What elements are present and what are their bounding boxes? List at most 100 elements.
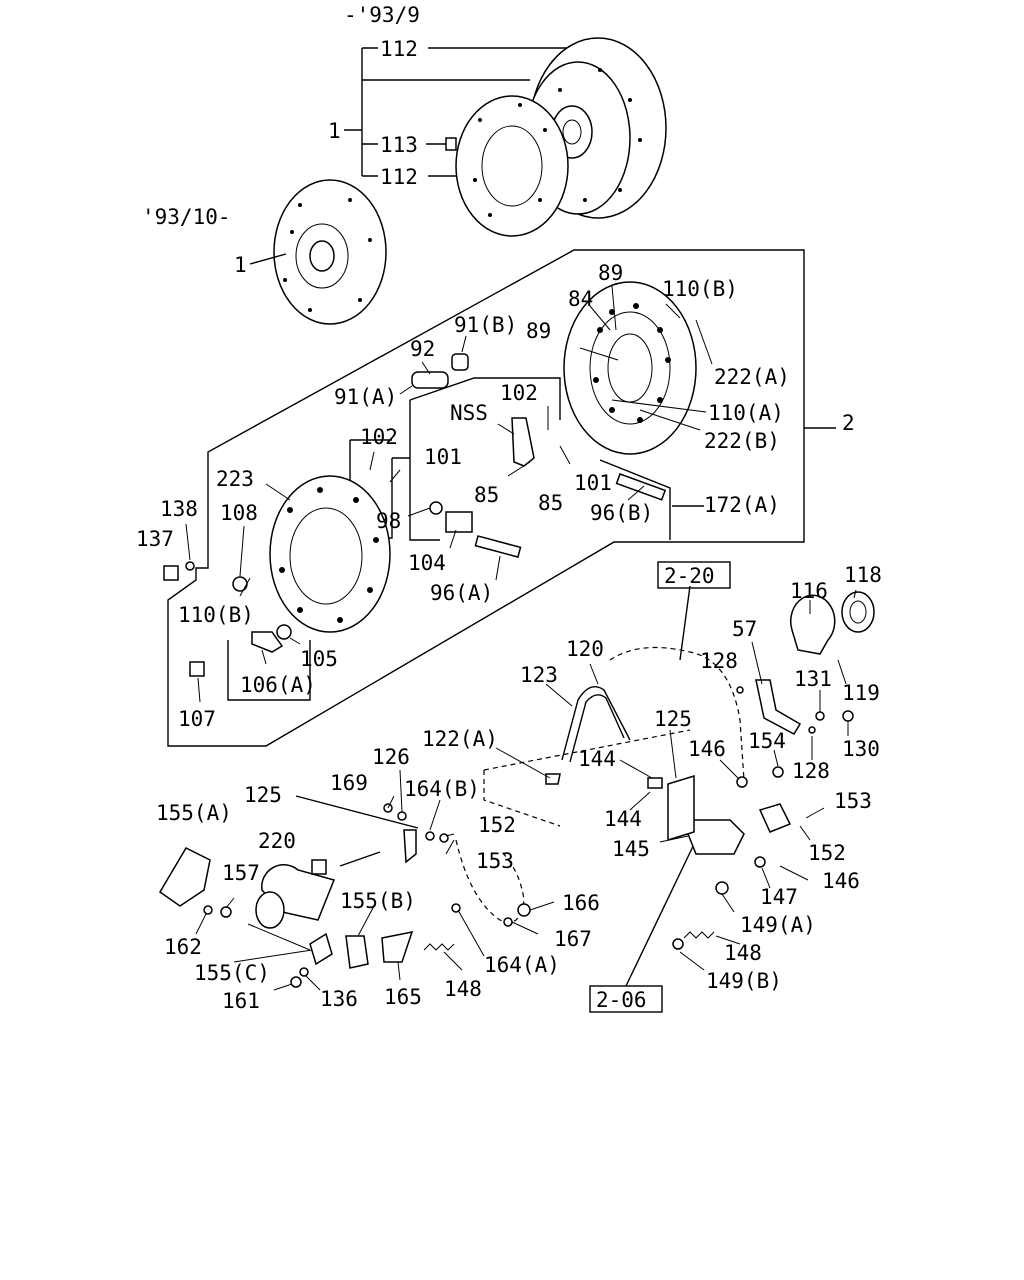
friction-plate [455,95,569,237]
label-149a: 149(A) [740,913,816,937]
label-128-b: 128 [792,759,830,783]
label-98: 98 [376,509,401,533]
nut-105 [276,624,292,640]
label-104: 104 [408,551,446,575]
bracket-165 [381,931,414,963]
label-126: 126 [372,745,410,769]
label-146-a: 146 [688,737,726,761]
label-112-top: 112 [380,37,418,61]
label-91b: 91(B) [454,313,517,337]
bolt-137 [163,565,179,581]
label-166: 166 [562,891,600,915]
fitting-122a [545,773,561,785]
label-128-a: 128 [700,649,738,673]
label-116: 116 [790,579,828,603]
label-91a: 91(A) [334,385,397,409]
label-220: 220 [258,829,296,853]
label-148-right: 148 [724,941,762,965]
label-110b-top: 110(B) [662,277,738,301]
label-153-mid: 153 [476,849,514,873]
label-102-right: 102 [500,381,538,405]
label-89-a: 89 [598,261,623,285]
label-range-new: '93/10- [142,205,231,229]
lever-right [758,803,792,833]
label-57: 57 [732,617,757,641]
release-bearing [789,594,836,655]
pivot-pin [411,371,449,389]
label-105: 105 [300,647,338,671]
label-169: 169 [330,771,368,795]
label-167: 167 [554,927,592,951]
label-153-right: 153 [834,789,872,813]
washer-98 [429,501,443,515]
shaft-125 [295,795,419,829]
label-110a: 110(A) [708,401,784,425]
label-148-left: 148 [444,977,482,1001]
bolt-96b [615,473,667,501]
release-lever [511,417,535,467]
clutch-hose [561,686,631,761]
label-101-left: 101 [424,445,462,469]
plate-106a [251,631,284,653]
pin-144 [647,777,663,789]
label-96a: 96(A) [430,581,493,605]
label-84: 84 [568,287,593,311]
label-107: 107 [178,707,216,731]
new-clutch-disc [249,179,387,325]
ref-box-2-20 [657,561,731,589]
label-118: 118 [844,563,882,587]
label-130: 130 [842,737,880,761]
bracket-155a [159,847,211,907]
label-range-old: -'93/9 [344,3,420,27]
label-165: 165 [384,985,422,1009]
slave-cylinder [687,819,745,855]
label-119: 119 [842,681,880,705]
label-125-left: 125 [244,783,282,807]
label-85-a: 85 [474,483,499,507]
label-146-b: 146 [822,869,860,893]
bracket-104 [445,511,473,533]
label-155c: 155(C) [194,961,270,985]
label-1-top: 1 [328,119,341,143]
bracket-155c [309,932,333,966]
label-1-new: 1 [234,253,247,277]
label-89-b: 89 [526,319,551,343]
nut-108 [232,576,248,592]
label-147: 147 [760,885,798,909]
label-149b: 149(B) [706,969,782,993]
label-155b: 155(B) [340,889,416,913]
part-labels: -'93/9 '93/10- 112 1 113 112 1 2 89 84 1… [136,3,882,1013]
label-102-left: 102 [360,425,398,449]
label-120: 120 [566,637,604,661]
label-154: 154 [748,729,786,753]
washer-138 [185,561,195,571]
label-2: 2 [842,411,855,435]
bolt-107 [189,661,205,677]
label-164a: 164(A) [484,953,560,977]
label-85-b: 85 [538,491,563,515]
bolt-96a [474,535,522,558]
label-155a: 155(A) [156,801,232,825]
seal-118 [841,591,875,633]
spring-148-right [683,931,715,939]
label-122a: 122(A) [422,727,498,751]
label-161: 161 [222,989,260,1013]
old-clutch-disc-group [344,37,667,237]
release-fork [755,679,802,735]
pressure-plate-group [163,249,836,747]
label-137: 137 [136,527,174,551]
label-144-b: 144 [604,807,642,831]
label-222b: 222(B) [704,429,780,453]
label-ref-2-20: 2-20 [664,564,715,588]
label-113: 113 [380,133,418,157]
label-152-b: 152 [808,841,846,865]
label-136: 136 [320,987,358,1011]
label-ref-2-06: 2-06 [596,988,647,1012]
label-152-a: 152 [478,813,516,837]
label-145: 145 [612,837,650,861]
label-138: 138 [160,497,198,521]
pressure-plate-cover [563,281,697,455]
label-157: 157 [222,861,260,885]
label-92: 92 [410,337,435,361]
